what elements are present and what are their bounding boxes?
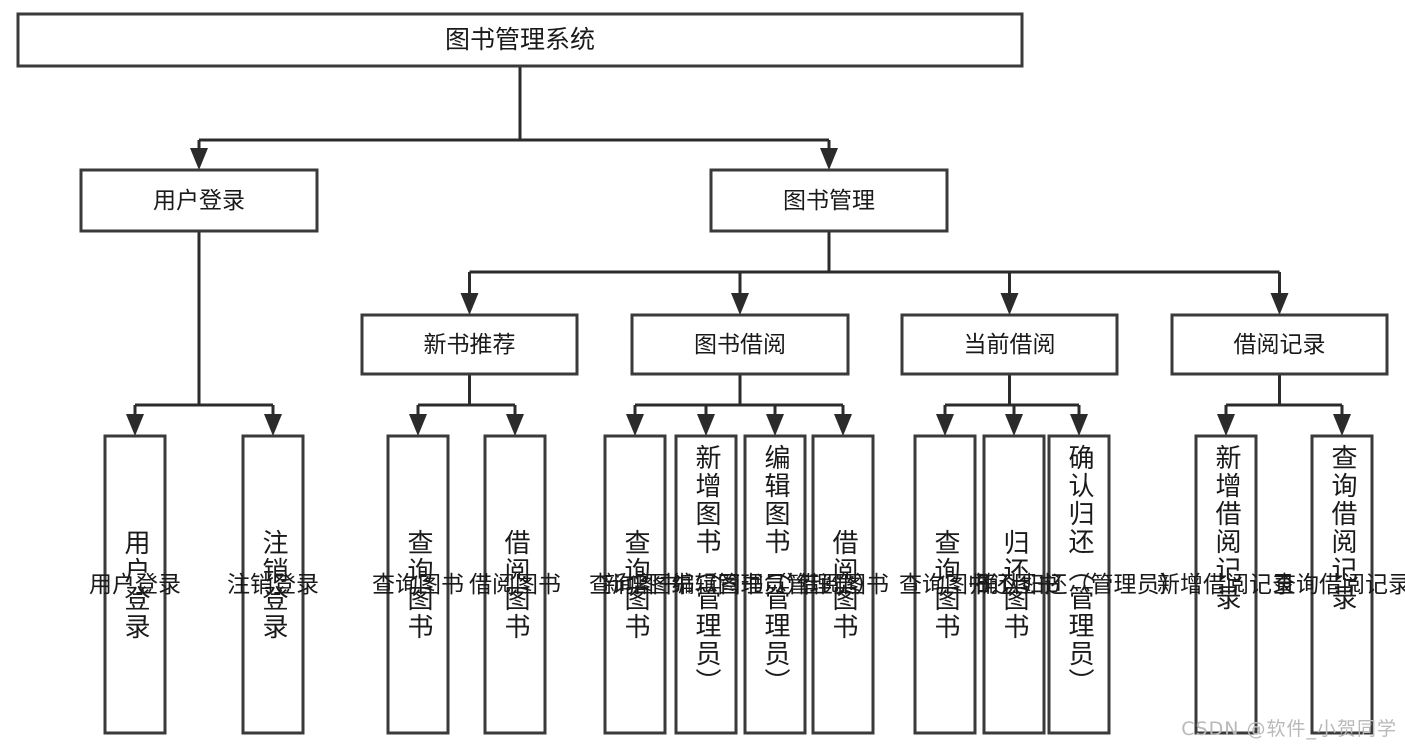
node-label-leaf-query-book-rec: 查询图书 (372, 572, 464, 598)
node-box-leaf-query-book-borrow[interactable] (603, 434, 667, 735)
node-label-user-login: 用户登录 (153, 188, 245, 214)
watermark-text: CSDN @软件_小贺同学 (1181, 718, 1397, 740)
node-label-current-borrow: 当前借阅 (964, 332, 1056, 358)
node-label-leaf-borrow-book-rec: 借阅图书 (469, 572, 561, 598)
node-label-leaf-query-book-borrow: 查询图书 (589, 572, 681, 598)
node-box-user-login[interactable] (79, 168, 319, 233)
node-label-leaf-add-book-admin: 新增图书（管理员） (603, 572, 810, 598)
node-box-leaf-add-borrow-record[interactable] (1194, 434, 1258, 735)
node-label-leaf-add-borrow-record: 新增借阅记录 (1157, 572, 1295, 598)
arrow-head-icon-new-book-recommend (460, 293, 479, 315)
node-box-leaf-query-book-rec[interactable] (386, 434, 450, 735)
arrow-head-icon-leaf-add-borrow-record (1217, 414, 1235, 436)
node-box-leaf-user-login[interactable] (103, 434, 167, 735)
arrow-head-icon-leaf-borrow-book (834, 414, 852, 436)
node-box-leaf-logout-login[interactable] (241, 434, 305, 735)
node-box-leaf-add-book-admin[interactable] (674, 434, 738, 735)
arrow-head-icon-leaf-query-book-rec (409, 414, 427, 436)
arrow-head-icon-leaf-add-book-admin (697, 414, 715, 436)
node-label-borrow-record: 借阅记录 (1234, 332, 1326, 358)
arrow-head-icon-leaf-borrow-book-rec (506, 414, 524, 436)
node-box-current-borrow[interactable] (900, 313, 1119, 376)
node-label-book-borrow: 图书借阅 (694, 332, 786, 358)
node-box-leaf-return-book[interactable] (982, 434, 1046, 735)
node-box-leaf-borrow-book[interactable] (811, 434, 875, 735)
arrow-head-icon-leaf-query-borrow-record (1333, 414, 1351, 436)
node-label-leaf-user-login: 用户登录 (89, 572, 181, 598)
node-label-new-book-recommend: 新书推荐 (424, 332, 516, 358)
node-box-root[interactable] (16, 12, 1024, 68)
node-label-root: 图书管理系统 (445, 25, 595, 54)
arrow-head-icon-leaf-logout-login (264, 414, 282, 436)
node-box-book-manage[interactable] (709, 168, 949, 233)
arrow-head-icon-leaf-confirm-return-admin (1070, 414, 1088, 436)
connector-lines (126, 66, 1351, 436)
node-label-leaf-query-book-current: 查询图书 (899, 572, 991, 598)
arrow-head-icon-leaf-edit-book-admin (766, 414, 784, 436)
node-label-book-manage: 图书管理 (783, 188, 875, 214)
arrow-head-icon-current-borrow (1000, 293, 1019, 315)
node-box-leaf-confirm-return-admin[interactable] (1047, 434, 1111, 735)
node-box-leaf-borrow-book-rec[interactable] (483, 434, 547, 735)
node-box-borrow-record[interactable] (1170, 313, 1389, 376)
node-label-leaf-return-book: 归还图书 (968, 572, 1060, 598)
node-box-leaf-query-borrow-record[interactable] (1310, 434, 1374, 735)
arrow-head-icon-book-manage (820, 148, 838, 170)
node-label-leaf-edit-book-admin: 编辑图书（管理员） (672, 572, 879, 598)
node-label-leaf-borrow-book: 借阅图书 (797, 572, 889, 598)
arrow-head-icon-leaf-user-login (126, 414, 144, 436)
arrow-head-icon-user-login (190, 148, 208, 170)
arrow-head-icon-leaf-query-book-borrow (626, 414, 644, 436)
node-labels: 图书管理系统用户登录图书管理新书推荐图书借阅当前借阅借阅记录用户登录注销登录查询… (89, 25, 1405, 598)
node-box-leaf-edit-book-admin[interactable] (743, 434, 807, 735)
arrow-head-icon-book-borrow (731, 293, 749, 315)
node-boxes (16, 12, 1389, 735)
arrow-head-icon-borrow-record (1270, 293, 1289, 315)
arrow-head-icon-leaf-query-book-current (936, 414, 954, 436)
node-label-leaf-query-borrow-record: 查询借阅记录 (1273, 572, 1405, 598)
node-box-book-borrow[interactable] (630, 313, 850, 376)
node-label-leaf-confirm-return-admin: 确认归还（管理员） (976, 572, 1183, 598)
node-label-leaf-logout-login: 注销登录 (227, 572, 319, 598)
node-box-new-book-recommend[interactable] (360, 313, 579, 376)
arrow-head-icon-leaf-return-book (1005, 414, 1023, 436)
node-box-leaf-query-book-current[interactable] (913, 434, 977, 735)
